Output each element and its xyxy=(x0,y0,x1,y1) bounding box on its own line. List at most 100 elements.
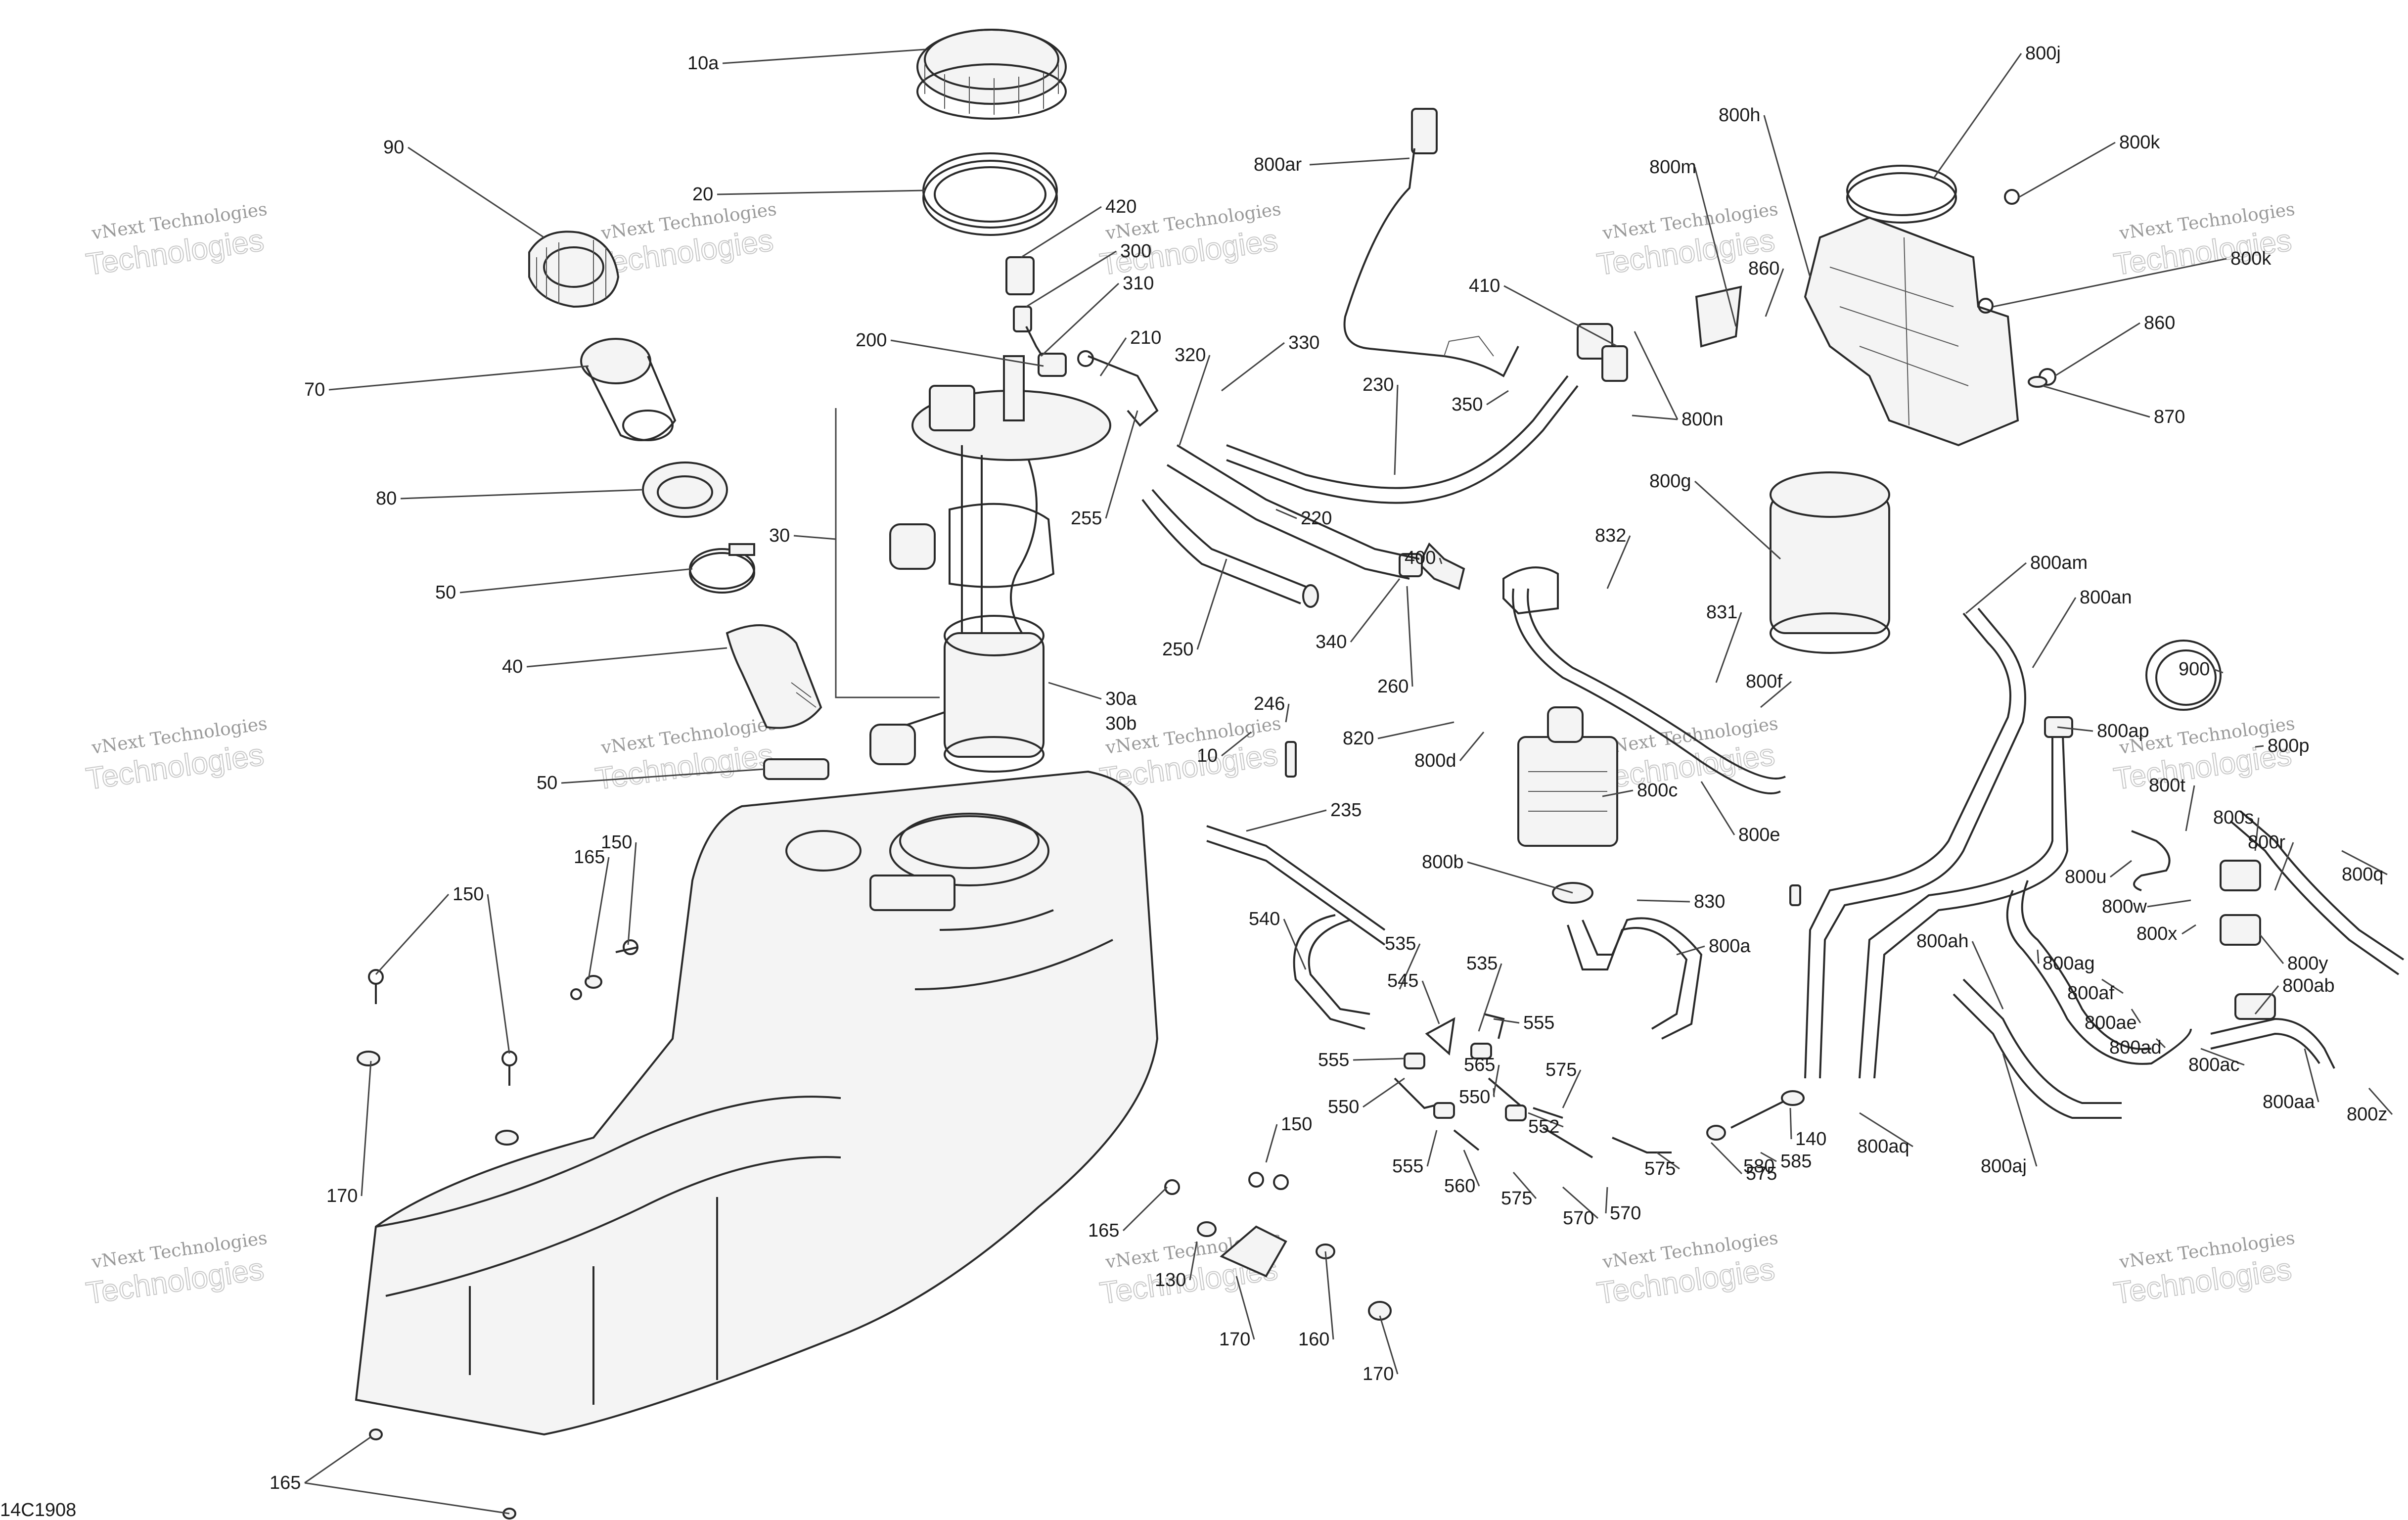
callout-label: 20 xyxy=(692,184,713,205)
callout-label: 260 xyxy=(1377,676,1408,697)
leader-line xyxy=(1439,557,1443,564)
callout-label: 800s xyxy=(2213,807,2254,828)
callout-label: 350 xyxy=(1452,394,1483,415)
callout-label: 330 xyxy=(1288,332,1319,353)
leader-line xyxy=(1399,943,1421,990)
leader-line xyxy=(1353,1058,1405,1061)
leader-line xyxy=(1285,703,1290,723)
leader-line xyxy=(1656,1152,1680,1170)
callout-label: 320 xyxy=(1175,345,1206,366)
leader-line xyxy=(2185,785,2195,831)
callout-label: 555 xyxy=(1523,1013,1554,1033)
purge-valve-part xyxy=(1517,706,1618,904)
leader-line xyxy=(1246,809,1327,832)
leader-line xyxy=(328,365,589,391)
sensor-harness-part xyxy=(1343,108,1628,382)
callout-label: 50 xyxy=(537,773,557,793)
leader-line xyxy=(1562,1186,1598,1219)
callout-label: 800aj xyxy=(1981,1156,2027,1177)
callout-label: 580 xyxy=(1743,1156,1774,1177)
leader-line xyxy=(2254,985,2279,1014)
leader-line xyxy=(2213,668,2224,674)
leader-line xyxy=(1486,390,1509,406)
callout-label: 555 xyxy=(1392,1156,1423,1177)
leader-line xyxy=(1309,157,1410,166)
callout-label: 860 xyxy=(2144,313,2175,333)
leader-line xyxy=(400,489,643,500)
callout-label: 80 xyxy=(376,488,397,509)
callout-label: 165 xyxy=(574,847,605,868)
callout-label: 30b xyxy=(1105,713,1136,734)
leader-line xyxy=(2057,726,2093,732)
callout-label: 310 xyxy=(1123,273,1154,294)
callout-label: 800a xyxy=(1709,936,1751,957)
leader-line xyxy=(1971,941,2004,1010)
leader-line xyxy=(2042,385,2150,418)
callout-label: 800aa xyxy=(2263,1092,2316,1112)
leader-line xyxy=(1859,1112,1913,1148)
leader-line xyxy=(2017,141,2116,199)
callout-label: 800c xyxy=(1637,780,1678,801)
leader-line xyxy=(1221,342,1285,392)
leader-line xyxy=(717,189,925,195)
leader-line xyxy=(1694,167,1737,327)
leader-line xyxy=(1789,1107,1792,1140)
leader-line xyxy=(2368,1088,2393,1115)
leader-line xyxy=(1493,1018,1520,1024)
leader-line xyxy=(1377,721,1454,739)
callout-label: 900 xyxy=(2179,659,2210,680)
callout-label: 545 xyxy=(1387,970,1418,991)
nut-part xyxy=(642,461,728,518)
leader-line xyxy=(1196,558,1227,650)
leader-line xyxy=(1562,1069,1582,1108)
leader-line xyxy=(1189,1241,1198,1281)
leader-line xyxy=(2200,1048,2245,1066)
leader-line xyxy=(1363,1077,1405,1108)
clamp-part xyxy=(689,543,755,594)
callout-label: 420 xyxy=(1105,196,1136,217)
leader-line xyxy=(2304,1048,2319,1103)
callout-label: 165 xyxy=(1088,1220,1119,1241)
leader-line xyxy=(1602,789,1634,797)
leader-line xyxy=(1406,586,1413,687)
callout-label: 800an xyxy=(2080,587,2132,608)
callout-label: 575 xyxy=(1545,1059,1577,1080)
callout-label: 800n xyxy=(1681,409,1724,430)
callout-label: 800u xyxy=(2065,867,2107,887)
callout-label: 255 xyxy=(1071,508,1102,529)
filler-neck-part xyxy=(580,338,677,441)
leader-line xyxy=(1040,282,1120,357)
callout-label: 831 xyxy=(1706,602,1737,623)
leader-line xyxy=(1606,535,1631,589)
callout-label: 70 xyxy=(304,379,325,400)
callout-label: 832 xyxy=(1595,525,1626,546)
callout-label: 800t xyxy=(2149,775,2185,796)
filler-hose-part xyxy=(726,624,822,729)
leader-line xyxy=(1528,1112,1564,1128)
leader-line xyxy=(1765,268,1784,317)
callout-label: 800d xyxy=(1414,750,1456,771)
callout-label: 200 xyxy=(856,330,887,351)
leader-line xyxy=(1179,355,1211,446)
leader-line xyxy=(1993,258,2227,308)
callout-label: 800am xyxy=(2030,553,2088,573)
callout-label: 40 xyxy=(502,656,523,677)
evap-canister-assembly-part xyxy=(1695,165,2056,654)
callout-label: 820 xyxy=(1343,728,1374,749)
leader-line xyxy=(1122,1186,1168,1232)
callout-label: 30a xyxy=(1105,689,1137,709)
callout-label: 170 xyxy=(326,1186,358,1206)
callout-label: 150 xyxy=(1281,1114,1312,1135)
callout-label: 800p xyxy=(2268,736,2310,756)
leader-line xyxy=(1710,1142,1743,1175)
leader-line xyxy=(2037,949,2040,964)
callout-label: 800g xyxy=(1649,471,1691,492)
leader-line xyxy=(1026,250,1117,308)
callout-label: 800ad xyxy=(2109,1037,2162,1058)
callout-label: 410 xyxy=(1469,276,1500,296)
callout-label: 540 xyxy=(1249,909,1280,929)
